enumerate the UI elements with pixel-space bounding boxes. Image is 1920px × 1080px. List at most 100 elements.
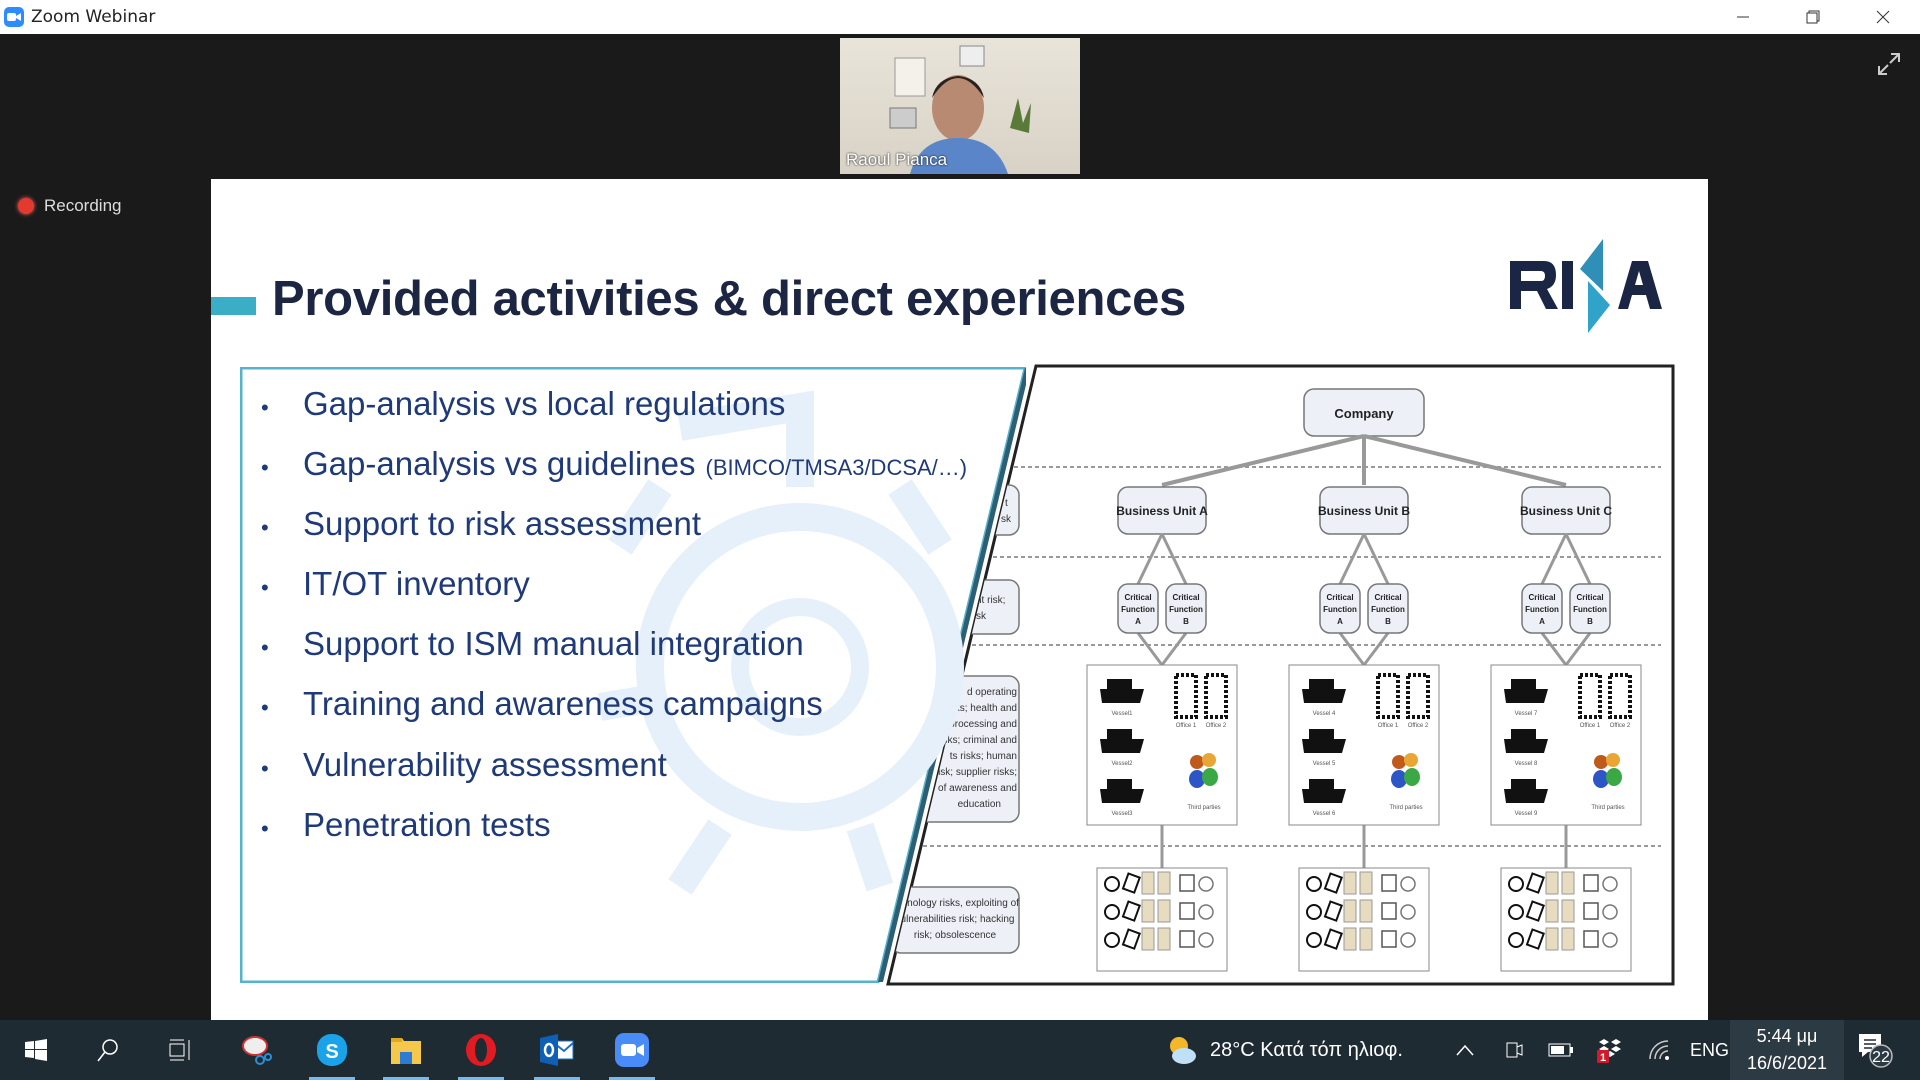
- recording-dot-icon: [18, 198, 34, 214]
- windows-taskbar: S 28°C Κατά τόπ ηλιοφ. 1 ENG 5:44 μμ 16/…: [0, 1020, 1920, 1080]
- critical-function-label: Critical: [1374, 593, 1401, 602]
- critical-function-label: Function: [1121, 605, 1155, 614]
- vessel-label: Vessel 7: [1515, 711, 1538, 717]
- skype-icon: S: [317, 1034, 347, 1066]
- start-button[interactable]: [12, 1020, 60, 1080]
- third-parties-icon: [1189, 753, 1218, 788]
- critical-function-node: [1521, 583, 1563, 634]
- risk-text: vulnerabilities risk; hacking: [896, 914, 1015, 925]
- critical-function-label: Critical: [1172, 593, 1199, 602]
- bullet-icon: •: [261, 635, 269, 660]
- critical-function-label: Critical: [1124, 593, 1151, 602]
- title-accent-bar: [211, 297, 256, 315]
- risk-text: education: [958, 799, 1001, 810]
- weather-widget[interactable]: 28°C Κατά τόπ ηλιοφ.: [1166, 1020, 1403, 1080]
- vessel-label: Vessel 5: [1313, 761, 1336, 767]
- third-parties-label: Third parties: [1591, 805, 1624, 811]
- taskbar-zoom[interactable]: [605, 1020, 659, 1080]
- battery-button[interactable]: [1548, 1020, 1574, 1080]
- business-unit-label: Business Unit A: [1116, 504, 1208, 518]
- task-view-button[interactable]: [156, 1020, 204, 1080]
- weather-text: 28°C Κατά τόπ ηλιοφ.: [1210, 1038, 1403, 1061]
- taskbar-file-explorer[interactable]: [379, 1020, 433, 1080]
- it-ot-device-icons: [1104, 871, 1214, 951]
- risk-text: of awareness and: [938, 783, 1017, 794]
- vessel-icon: [1302, 779, 1346, 803]
- show-hidden-icons-button[interactable]: [1455, 1020, 1475, 1080]
- critical-function-label: Function: [1573, 605, 1607, 614]
- taskbar-opera[interactable]: [454, 1020, 508, 1080]
- activity-item: •Gap-analysis vs local regulations: [261, 385, 785, 423]
- office-label: Office 1: [1378, 723, 1399, 729]
- office-building-icon: [1376, 673, 1400, 719]
- activity-item: •Support to risk assessment: [261, 505, 701, 543]
- dropbox-button[interactable]: 1: [1597, 1020, 1623, 1080]
- office-building-icon: [1578, 673, 1602, 719]
- risk-text: risks; health and: [944, 703, 1017, 714]
- vessel-icon: [1302, 729, 1346, 753]
- action-center-button[interactable]: 22: [1856, 1020, 1896, 1080]
- speaker-video[interactable]: Raoul Pianca: [840, 38, 1080, 174]
- critical-function-node: [1165, 583, 1207, 634]
- vessel-icon: [1504, 779, 1548, 803]
- business-unit-branch: Business Unit A CriticalFunctionACritica…: [1086, 486, 1238, 972]
- gear-watermark-icon: [597, 390, 964, 895]
- critical-function-label: Critical: [1326, 593, 1353, 602]
- window-title: Zoom Webinar: [31, 7, 156, 27]
- vessel-icon: [1504, 729, 1548, 753]
- vessel-label: Vessel 8: [1515, 761, 1538, 767]
- taskbar-snip-sketch[interactable]: [230, 1020, 284, 1080]
- office-label: Office 2: [1610, 723, 1631, 729]
- activity-item: •Support to ISM manual integration: [261, 625, 804, 663]
- clock[interactable]: 5:44 μμ 16/6/2021: [1730, 1020, 1844, 1080]
- bullet-icon: •: [261, 575, 269, 600]
- critical-function-label: Function: [1169, 605, 1203, 614]
- critical-function-node: [1117, 583, 1159, 634]
- risk-text: sk: [976, 611, 987, 622]
- vessel-label: Vessel2: [1111, 761, 1133, 767]
- clock-date: 16/6/2021: [1746, 1053, 1828, 1073]
- slide-title: Provided activities & direct experiences: [272, 272, 1186, 326]
- svg-text:S: S: [325, 1041, 338, 1063]
- it-ot-device-icons: [1508, 871, 1618, 951]
- taskbar-skype[interactable]: S: [305, 1020, 359, 1080]
- risk-text: ts risks; human: [950, 751, 1017, 762]
- bullet-icon: •: [261, 695, 269, 720]
- activities-panel: [240, 367, 1026, 983]
- wifi-icon: [1649, 1040, 1669, 1060]
- close-button[interactable]: [1850, 0, 1916, 34]
- critical-function-node: [1569, 583, 1611, 634]
- activity-text: Gap-analysis vs guidelines: [303, 445, 696, 482]
- search-button[interactable]: [84, 1020, 132, 1080]
- network-button[interactable]: [1648, 1020, 1670, 1080]
- dropbox-badge: 1: [1600, 1052, 1606, 1063]
- critical-function-label: B: [1587, 617, 1593, 626]
- business-unit-label: Business Unit B: [1318, 504, 1410, 518]
- folder-icon: [391, 1038, 421, 1064]
- outlook-icon: [540, 1034, 574, 1066]
- vessel-icon: [1100, 729, 1144, 753]
- notification-icon: 22: [1859, 1034, 1893, 1068]
- vessel-label: Vessel3: [1111, 811, 1133, 817]
- critical-function-label: B: [1183, 617, 1189, 626]
- office-building-icon: [1608, 673, 1632, 719]
- restore-button[interactable]: [1780, 0, 1846, 34]
- fullscreen-expand-icon[interactable]: [1876, 51, 1902, 82]
- recording-indicator[interactable]: Recording: [18, 196, 122, 216]
- activity-note: (BIMCO/TMSA3/DCSA/…): [705, 455, 968, 480]
- minimize-button[interactable]: [1710, 0, 1776, 34]
- activity-text: IT/OT inventory: [303, 565, 530, 602]
- opera-icon: [466, 1034, 496, 1066]
- language-indicator[interactable]: ENG: [1690, 1039, 1730, 1060]
- office-label: Office 2: [1206, 723, 1227, 729]
- risk-text: d operating: [967, 687, 1017, 698]
- vessel-label: Vessel 6: [1313, 811, 1336, 817]
- critical-function-label: B: [1385, 617, 1391, 626]
- taskbar-outlook[interactable]: [530, 1020, 584, 1080]
- vessel-icon: [1302, 679, 1346, 703]
- meet-now-button[interactable]: [1505, 1020, 1523, 1080]
- critical-function-label: Function: [1525, 605, 1559, 614]
- office-label: Office 1: [1176, 723, 1197, 729]
- office-label: Office 2: [1408, 723, 1429, 729]
- activity-text: Support to risk assessment: [303, 505, 701, 542]
